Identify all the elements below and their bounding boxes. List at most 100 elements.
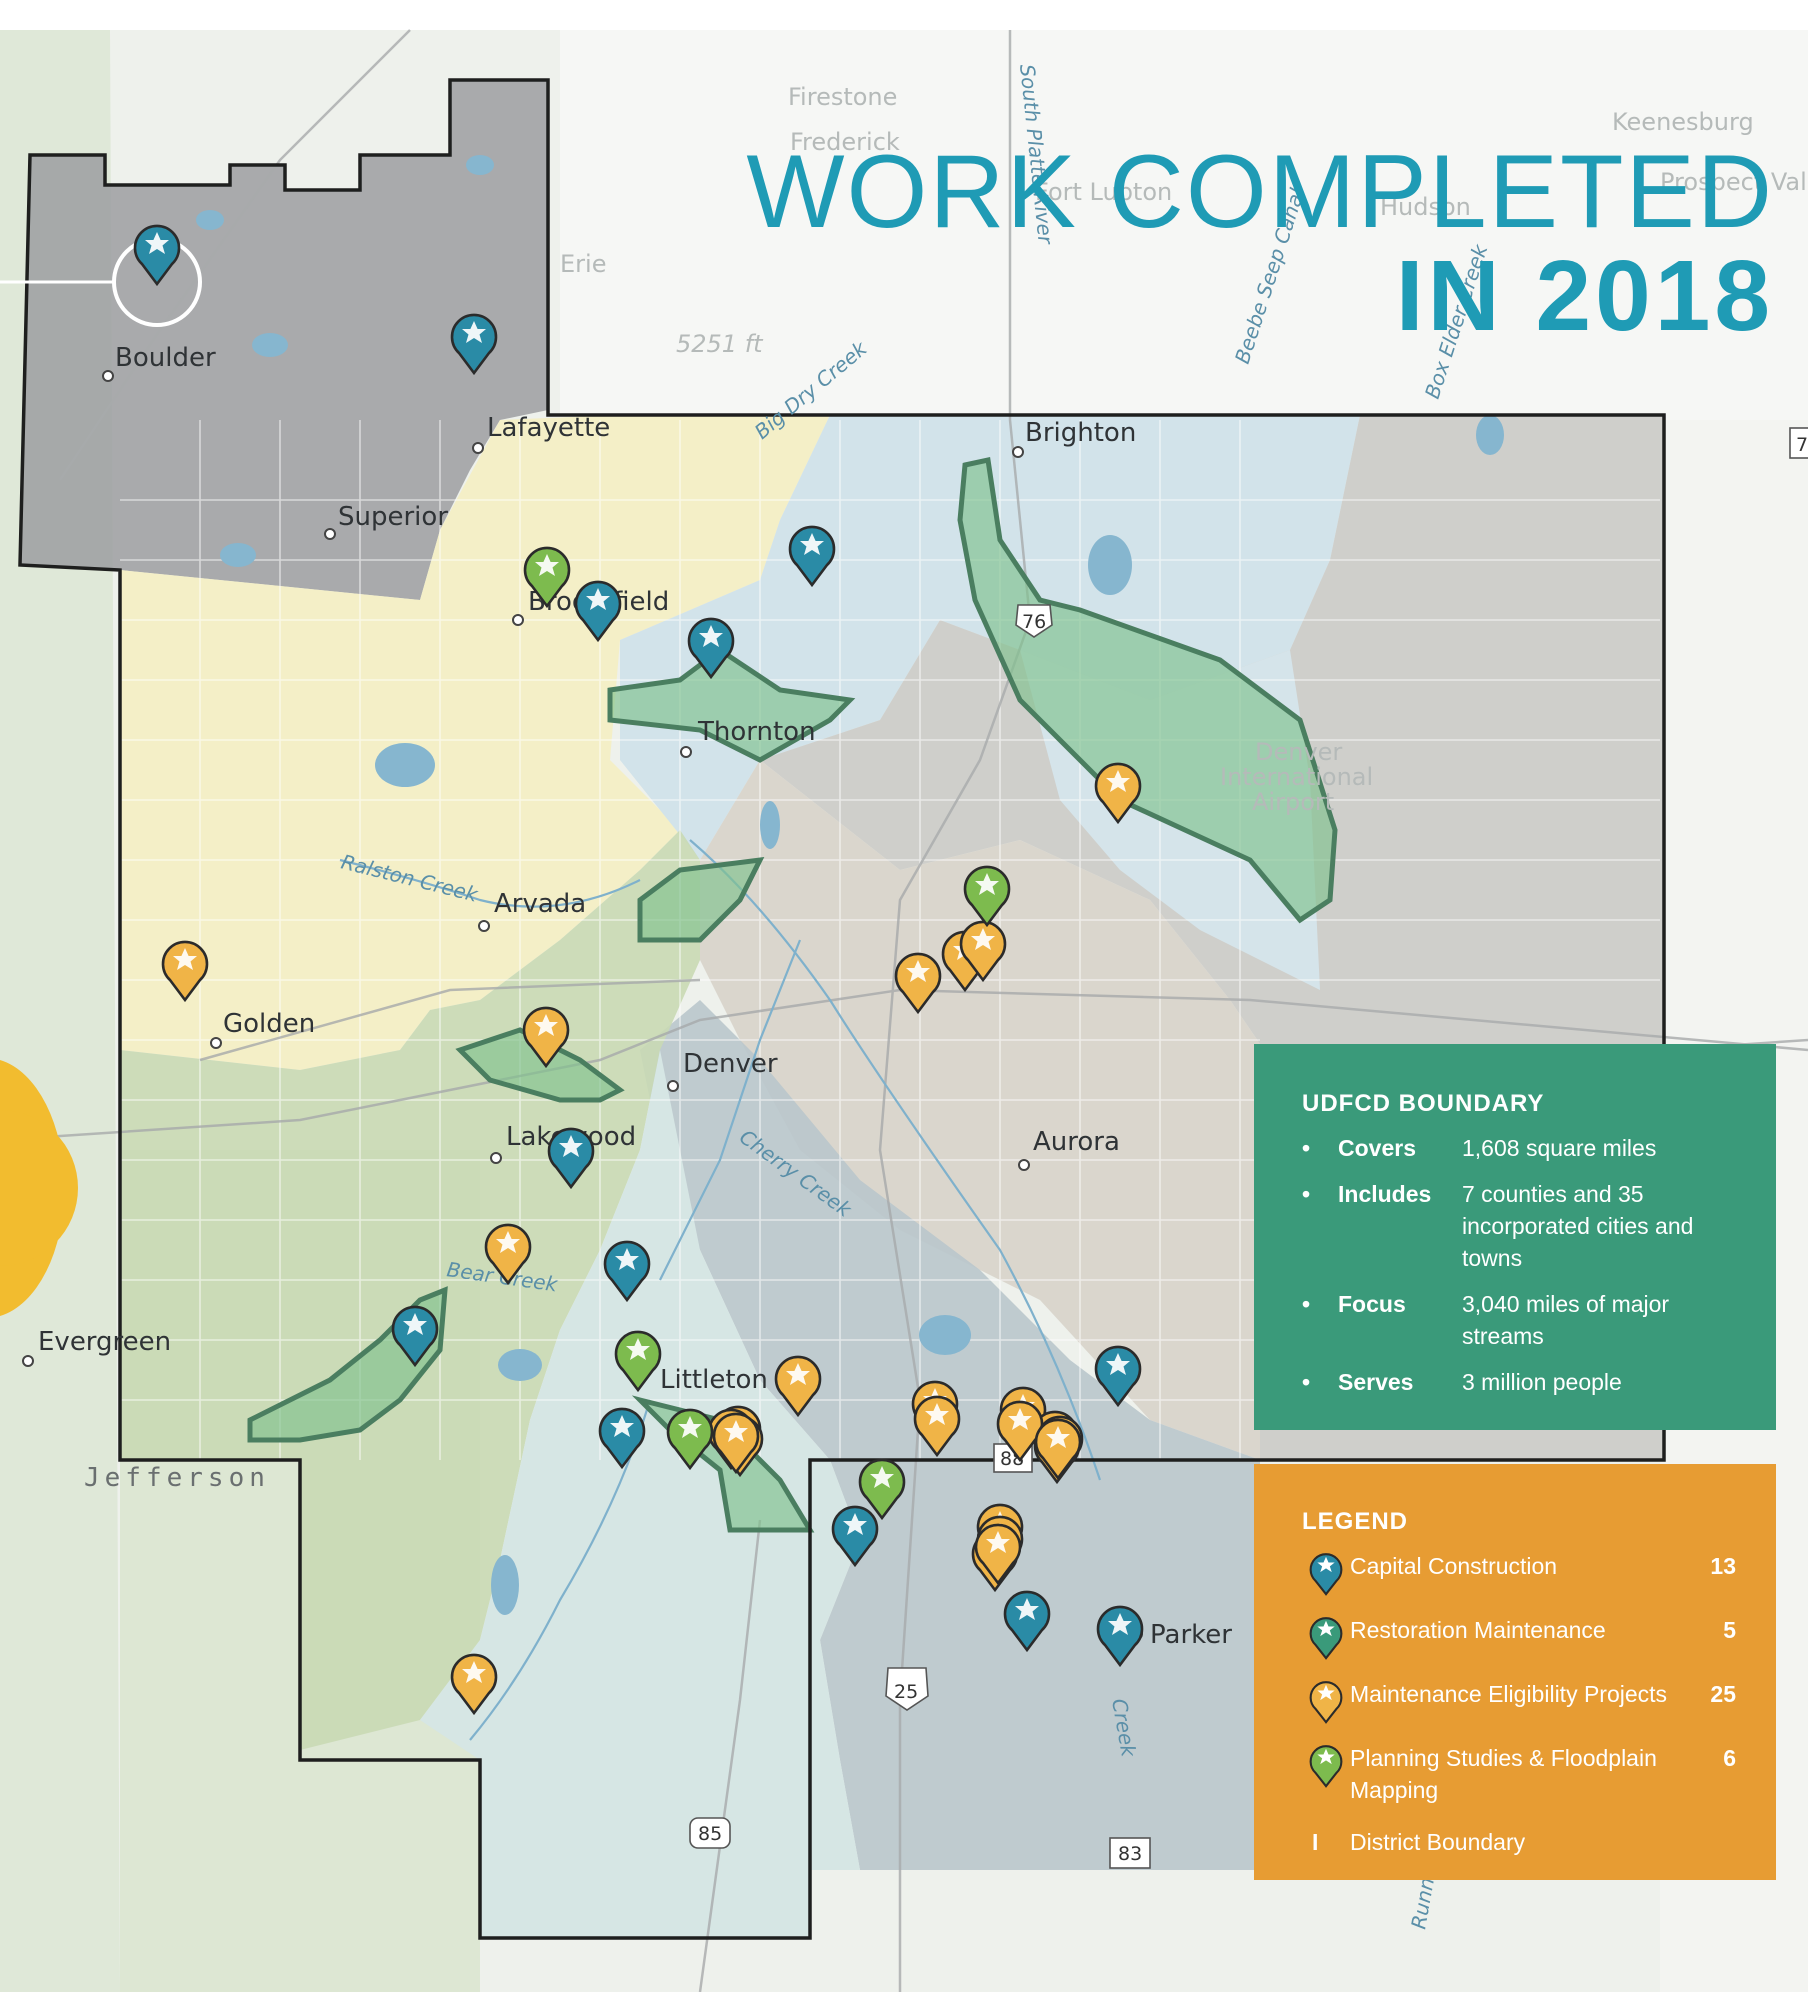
star-icon — [678, 1416, 702, 1438]
planning-studies-pin-icon — [1309, 1745, 1343, 1788]
star-icon — [1108, 1613, 1132, 1635]
project-pin[interactable] — [687, 617, 735, 680]
legend-label: Planning Studies & Floodplain Mapping — [1350, 1745, 1657, 1803]
svg-text:25: 25 — [894, 1681, 918, 1703]
star-icon — [870, 1466, 894, 1488]
project-pin[interactable] — [484, 1223, 532, 1286]
project-pin[interactable] — [522, 1006, 570, 1069]
project-pin[interactable] — [959, 920, 1007, 983]
info-key: Focus — [1338, 1291, 1406, 1317]
star-icon — [586, 588, 610, 610]
project-pin[interactable] — [391, 1305, 439, 1368]
star-icon — [173, 948, 197, 970]
project-pins — [133, 224, 1144, 1716]
label-fort-lupton: Fort Lupton — [1035, 178, 1172, 206]
project-pin[interactable] — [1034, 1418, 1082, 1481]
title-line-1: WORK COMPLETED — [746, 134, 1774, 250]
star-icon — [971, 928, 995, 950]
shield-7: 7 — [1789, 427, 1808, 459]
plains-region — [560, 30, 1808, 420]
info-row-covers: • Covers 1,608 square miles — [1302, 1132, 1736, 1164]
star-icon — [535, 554, 559, 576]
star-icon — [1008, 1408, 1032, 1430]
label-arvada: Arvada — [494, 889, 586, 919]
legend-item-district-boundary: I District Boundary — [1302, 1826, 1736, 1866]
star-icon — [610, 1415, 634, 1437]
legend-count: 5 — [1723, 1617, 1736, 1643]
star-icon — [496, 1231, 520, 1253]
shield-85: 85 — [689, 1817, 731, 1849]
star-icon — [462, 1661, 486, 1683]
legend-heading: LEGEND — [1302, 1508, 1409, 1535]
bullet-icon: • — [1302, 1369, 1311, 1395]
legend-label: Restoration Maintenance — [1350, 1617, 1606, 1643]
south-blue-watershed — [420, 1050, 860, 1938]
label-prospect-valley: Prospect Valley — [1660, 168, 1808, 196]
info-row-includes: • Includes 7 counties and 35 incorporate… — [1302, 1178, 1736, 1274]
star-icon — [843, 1513, 867, 1535]
info-row-serves: • Serves 3 million people — [1302, 1366, 1736, 1398]
shield-83: 83 — [1109, 1837, 1151, 1869]
project-pin[interactable] — [603, 1240, 651, 1303]
project-pin[interactable] — [974, 1523, 1022, 1586]
label-erie: Erie — [560, 250, 606, 278]
project-pin[interactable] — [894, 952, 942, 1015]
star-icon — [975, 873, 999, 895]
project-pin[interactable] — [133, 224, 181, 287]
label-airport-2: International — [1220, 763, 1373, 791]
shield-25: 25 — [885, 1667, 929, 1711]
udfcd-boundary-box: UDFCD BOUNDARY • Covers 1,608 square mil… — [1254, 1044, 1776, 1430]
project-pin[interactable] — [666, 1408, 714, 1471]
label-littleton: Littleton — [660, 1365, 768, 1395]
label-frederick: Frederick — [790, 128, 900, 156]
star-icon — [534, 1014, 558, 1036]
project-pin[interactable] — [963, 865, 1011, 928]
project-pin[interactable] — [523, 546, 571, 609]
svg-text:83: 83 — [1118, 1843, 1142, 1865]
star-icon — [1046, 1426, 1070, 1448]
project-pin[interactable] — [1094, 1345, 1142, 1408]
info-key: Covers — [1338, 1135, 1416, 1161]
project-pin[interactable] — [788, 525, 836, 588]
project-pin[interactable] — [161, 940, 209, 1003]
label-elevation: 5251 ft — [676, 330, 764, 358]
top-margin — [0, 0, 1808, 30]
shield-76: 76 — [1015, 604, 1053, 638]
legend-count: 6 — [1723, 1745, 1736, 1771]
label-airport-3: Airport — [1252, 788, 1334, 816]
project-pin[interactable] — [547, 1127, 595, 1190]
label-thornton: Thornton — [697, 717, 816, 747]
star-icon — [1106, 1353, 1130, 1375]
project-pin[interactable] — [614, 1330, 662, 1393]
project-pin[interactable] — [598, 1407, 646, 1470]
label-parker: Parker — [1150, 1620, 1232, 1650]
project-pin[interactable] — [831, 1505, 879, 1568]
star-icon — [1015, 1598, 1039, 1620]
title-line-2: IN 2018 — [1395, 240, 1774, 352]
label-lafayette: Lafayette — [487, 413, 610, 443]
star-icon — [906, 960, 930, 982]
area-airport-corridor — [957, 456, 1338, 924]
project-pin[interactable] — [858, 1458, 906, 1521]
project-pin[interactable] — [450, 1653, 498, 1716]
project-pin[interactable] — [913, 1395, 961, 1458]
star-icon — [615, 1248, 639, 1270]
project-pin[interactable] — [574, 580, 622, 643]
label-airport-1: Denver — [1255, 738, 1342, 766]
project-pin[interactable] — [450, 313, 498, 376]
project-pin[interactable] — [1094, 762, 1142, 825]
legend-label: District Boundary — [1350, 1829, 1526, 1855]
info-row-focus: • Focus 3,040 miles of major streams — [1302, 1288, 1736, 1352]
star-icon — [986, 1531, 1010, 1553]
label-firestone: Firestone — [788, 83, 897, 111]
project-pin[interactable] — [1003, 1590, 1051, 1653]
project-pin[interactable] — [712, 1412, 760, 1475]
legend-count: 25 — [1710, 1681, 1736, 1707]
project-pin[interactable] — [774, 1355, 822, 1418]
label-brighton: Brighton — [1025, 418, 1136, 448]
legend-item-planning-studies: Planning Studies & Floodplain Mapping 6 — [1302, 1742, 1736, 1806]
star-icon — [145, 232, 169, 254]
project-pin[interactable] — [1096, 1605, 1144, 1668]
